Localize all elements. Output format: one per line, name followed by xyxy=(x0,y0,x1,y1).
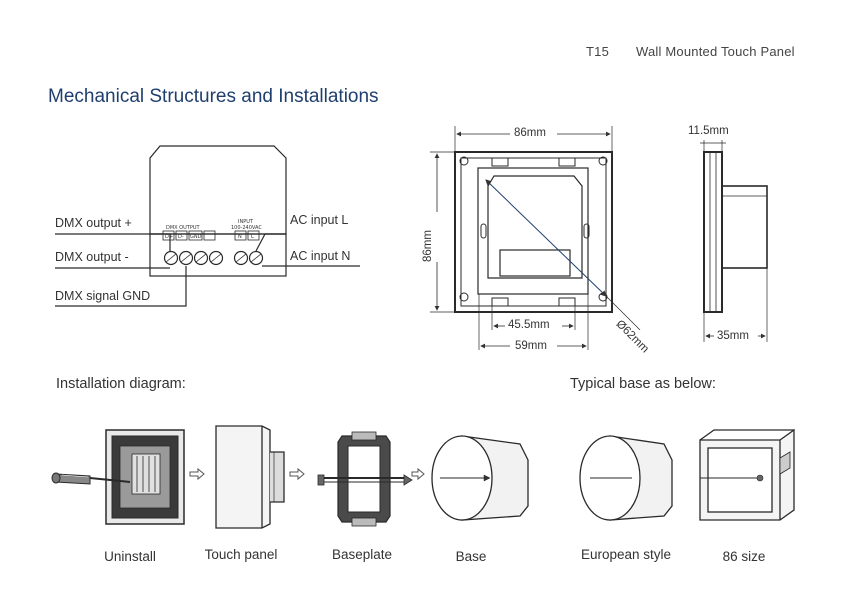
dim-side-depth-bottom: 35mm xyxy=(717,330,749,342)
installation-heading: Installation diagram: xyxy=(56,376,186,392)
dim-front-height: 86mm xyxy=(422,230,434,262)
terminal-label-dminus: D- xyxy=(178,234,184,240)
touch-panel-illustration xyxy=(215,425,285,529)
dmx-output-block-label: DMX OUTPUT xyxy=(166,225,201,231)
step-arrow xyxy=(289,467,305,481)
typical-base-heading: Typical base as below: xyxy=(570,376,716,392)
label-dmx-output-minus: DMX output - xyxy=(55,250,129,264)
caption-uninstall: Uninstall xyxy=(104,549,156,564)
base-illustration xyxy=(431,435,529,521)
product-name: Wall Mounted Touch Panel xyxy=(636,44,795,59)
baseplate-illustration xyxy=(317,431,413,527)
caption-base: Base xyxy=(455,549,487,564)
caption-86-size: 86 size xyxy=(722,549,766,564)
step-arrow xyxy=(411,467,425,481)
side-view-panel xyxy=(700,140,768,342)
caption-european-style: European style xyxy=(580,547,672,562)
caption-baseplate: Baseplate xyxy=(331,547,393,562)
input-block-label: INPUT xyxy=(238,219,254,225)
voltage-block-label: 100-240VAC xyxy=(231,225,262,231)
european-base-illustration xyxy=(579,435,673,521)
terminal-label-n: N xyxy=(238,234,242,240)
label-ac-input-n: AC input N xyxy=(290,249,351,263)
terminal-label-dplus: D+ xyxy=(165,234,173,240)
dim-inner-width-59: 59mm xyxy=(515,340,547,352)
model-number: T15 xyxy=(586,44,610,59)
front-view-panel xyxy=(430,126,641,350)
label-ac-input-l: AC input L xyxy=(290,213,349,227)
terminal-label-gnd: GND xyxy=(190,234,202,240)
dim-side-depth-top: 11.5mm xyxy=(688,125,729,137)
label-dmx-signal-gnd: DMX signal GND xyxy=(55,289,151,303)
step-arrow xyxy=(189,467,205,481)
label-dmx-output-plus: DMX output + xyxy=(55,216,132,230)
terminal-label-l: L xyxy=(251,234,254,240)
caption-touch-panel: Touch panel xyxy=(204,547,278,562)
dim-front-width: 86mm xyxy=(514,127,546,139)
terminal-block-diagram xyxy=(55,145,360,307)
section-title: Mechanical Structures and Installations xyxy=(48,86,379,107)
dim-inner-width-455: 45.5mm xyxy=(508,319,550,331)
size86-base-illustration xyxy=(699,428,795,521)
uninstall-illustration xyxy=(51,429,185,525)
